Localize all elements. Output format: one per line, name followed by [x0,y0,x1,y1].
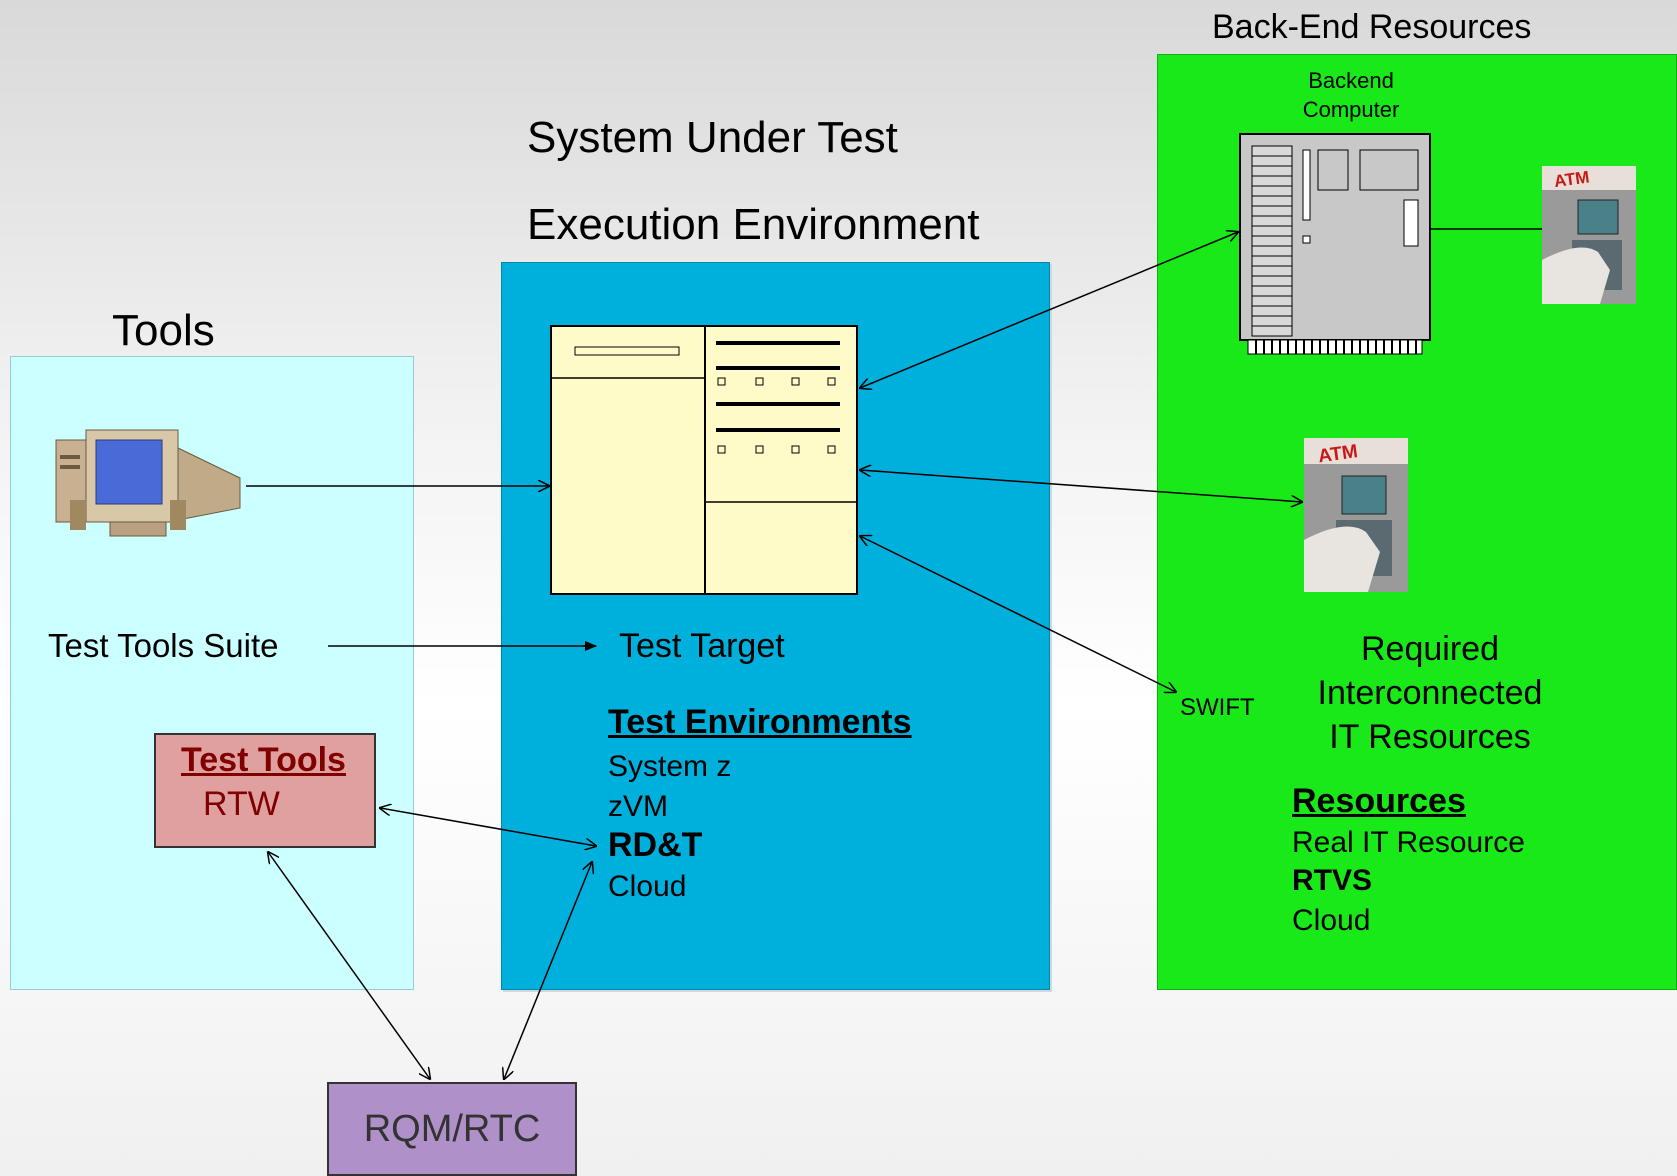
target-backend-computer-arrow [860,232,1238,388]
server-rack-icon [550,325,858,595]
env-item-rdt: RD&T [608,826,703,864]
rqm-rtc-label: RQM/RTC [363,1107,541,1150]
resource-item-cloud: Cloud [1292,904,1371,937]
atm-icon: ATM [1542,166,1636,304]
test-tools-box: Test Tools RTW [154,733,376,848]
rdt-rqm-arrow [504,862,592,1079]
resources-title: Resources [1292,782,1466,820]
test-tools-box-item: RTW [203,785,280,823]
backend-computer-label-line1: Backend [1308,68,1394,93]
test-target-label: Test Target [619,627,785,665]
backend-heading: Back-End Resources [1212,8,1532,46]
env-item-zvm: zVM [608,790,668,823]
tools-heading: Tools [112,306,215,355]
required-line-2: Interconnected [1317,674,1543,712]
backend-computer-label: Backend Computer [1298,66,1404,124]
env-item-cloud: Cloud [608,870,687,903]
resource-item-real-it: Real IT Resource [1292,826,1525,859]
atm-icon: ATM [1304,438,1408,592]
testtools-rdt-arrow [380,808,596,846]
backend-computer-icon [1239,133,1431,355]
system-under-test-heading: System Under Test [527,113,898,162]
resource-item-rtvs: RTVS [1292,864,1373,897]
backend-computer-label-line2: Computer [1302,97,1400,122]
required-line-1: Required [1361,630,1499,668]
atm-sign-1: ATM [1553,167,1591,191]
required-line-3: IT Resources [1329,718,1531,756]
test-tools-suite-label: Test Tools Suite [48,627,279,664]
target-atm-arrow [860,470,1302,502]
env-item-system-z: System z [608,750,732,783]
swift-label: SWIFT [1180,694,1255,721]
target-swift-arrow [860,536,1176,692]
test-environments-title: Test Environments [608,703,912,741]
desktop-computer-icon [55,429,241,537]
test-tools-box-title: Test Tools [181,741,346,779]
required-resources-text: Required Interconnected IT Resources [1290,627,1570,759]
testtools-rqm-arrow [268,852,430,1079]
rqm-rtc-box: RQM/RTC [327,1082,577,1176]
